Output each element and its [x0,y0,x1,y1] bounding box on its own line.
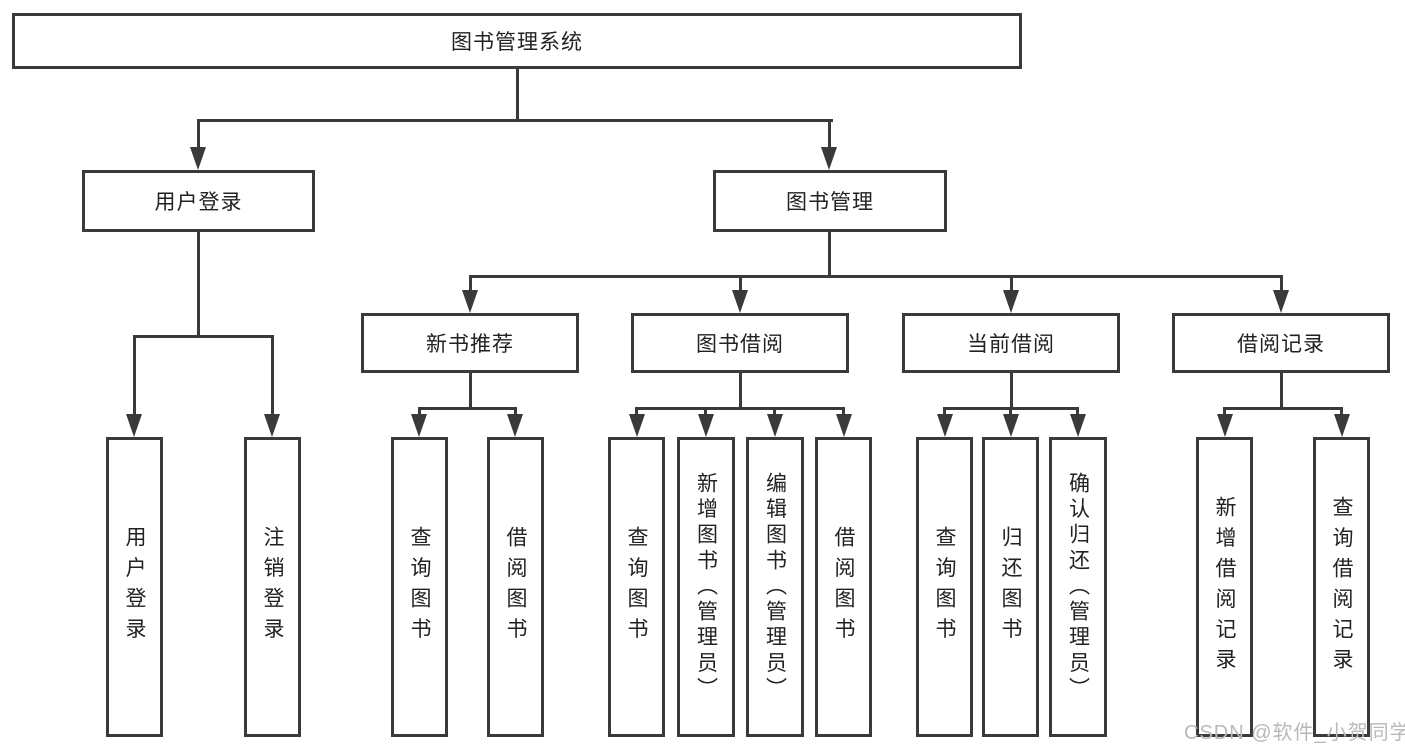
arrow-down-icon [698,414,714,437]
leaf-user-login-label: 用户登录 [123,526,146,648]
leaf-query-borrow-record-label: 查询借阅记录 [1330,495,1353,679]
connector-stub-leaf [1009,407,1012,415]
arrow-down-icon [462,290,478,313]
leaf-user-login: 用户登录 [106,437,163,737]
arrow-down-icon [732,290,748,313]
node-user-login: 用户登录 [82,170,315,232]
arrow-down-icon [1273,290,1289,313]
connector-borrow-records-bus [1223,407,1343,410]
connector-stub-leaf [773,407,776,415]
arrow-down-icon [1003,290,1019,313]
arrow-down-icon [411,414,427,437]
connector-user-login-stem [197,232,200,336]
connector-stub-leaf [514,407,517,415]
arrow-down-icon [821,147,837,170]
connector-stub-book-management [828,119,831,147]
leaf-query-borrow-record: 查询借阅记录 [1313,437,1370,737]
leaf-confirm-return-admin-label: 确认归还（管理员） [1066,471,1090,703]
node-borrow-records: 借阅记录 [1172,313,1390,373]
node-borrow-records-label: 借阅记录 [1237,333,1325,356]
connector-new-book-stem [469,373,472,408]
connector-stub-user-login [197,119,200,147]
connector-stub-leaf [271,335,274,414]
arrow-down-icon [507,414,523,437]
leaf-edit-book-admin: 编辑图书（管理员） [746,437,804,737]
connector-book-borrow-stem [739,373,742,408]
node-book-management: 图书管理 [713,170,947,232]
node-book-borrow-label: 图书借阅 [696,333,784,356]
leaf-query-books-newbook: 查询图书 [391,437,448,737]
connector-stub-leaf [943,407,946,415]
leaf-confirm-return-admin: 确认归还（管理员） [1049,437,1107,737]
leaf-logout-label: 注销登录 [261,526,284,648]
connector-book-management-stem [828,232,831,276]
leaf-query-books-label: 查询图书 [625,526,648,648]
connector-root-stem [516,69,519,119]
connector-stub-book-borrow [739,275,742,291]
node-user-login-label: 用户登录 [154,191,243,214]
node-new-book-recommend: 新书推荐 [361,313,579,373]
connector-user-login-bus [133,335,274,338]
arrow-down-icon [126,414,142,437]
leaf-return-books-label: 归还图书 [999,526,1022,648]
connector-stub-leaf [1223,407,1226,415]
leaf-return-books: 归还图书 [982,437,1039,737]
node-current-borrow: 当前借阅 [902,313,1120,373]
connector-stub-leaf [133,335,136,414]
connector-book-borrow-bus [635,407,844,410]
node-root-label: 图书管理系统 [451,31,583,54]
arrow-down-icon [1070,414,1086,437]
arrow-down-icon [629,414,645,437]
connector-level3-bus [469,275,1282,278]
arrow-down-icon [1334,414,1350,437]
leaf-logout: 注销登录 [244,437,301,737]
arrow-down-icon [1003,414,1019,437]
arrow-down-icon [836,414,852,437]
connector-current-borrow-stem [1010,373,1013,408]
arrow-down-icon [1217,414,1233,437]
leaf-edit-book-admin-label: 编辑图书（管理员） [763,471,787,703]
connector-stub-leaf [704,407,707,415]
connector-stub-leaf [842,407,845,415]
node-book-management-label: 图书管理 [786,191,874,214]
leaf-borrow-books-borrow: 借阅图书 [815,437,872,737]
connector-stub-leaf [1340,407,1343,415]
arrow-down-icon [767,414,783,437]
leaf-query-books-label: 查询图书 [933,526,956,648]
arrow-down-icon [937,414,953,437]
connector-stub-current-borrow [1010,275,1013,291]
leaf-borrow-books-label: 借阅图书 [504,526,527,648]
csdn-watermark: CSDN @软件_小贺同学 [1184,722,1405,744]
leaf-add-book-admin: 新增图书（管理员） [677,437,735,737]
node-new-book-recommend-label: 新书推荐 [426,333,514,356]
leaf-add-borrow-record: 新增借阅记录 [1196,437,1253,737]
leaf-query-books-borrow: 查询图书 [608,437,665,737]
arrow-down-icon [264,414,280,437]
connector-new-book-bus [418,407,517,410]
leaf-query-books-label: 查询图书 [408,526,431,648]
connector-stub-borrow-records [1280,275,1283,291]
connector-borrow-records-stem [1280,373,1283,408]
leaf-query-books-current: 查询图书 [916,437,973,737]
node-current-borrow-label: 当前借阅 [967,333,1055,356]
connector-stub-leaf [418,407,421,415]
connector-stub-new-book [469,275,472,291]
leaf-add-book-admin-label: 新增图书（管理员） [694,471,718,703]
leaf-add-borrow-record-label: 新增借阅记录 [1213,495,1236,679]
connector-stub-leaf [635,407,638,415]
leaf-borrow-books-label: 借阅图书 [832,526,855,648]
connector-stub-leaf [1076,407,1079,415]
node-root-library-system: 图书管理系统 [12,13,1022,69]
leaf-borrow-books-newbook: 借阅图书 [487,437,544,737]
arrow-down-icon [190,147,206,170]
connector-level2-bus [197,119,833,122]
node-book-borrow: 图书借阅 [631,313,849,373]
